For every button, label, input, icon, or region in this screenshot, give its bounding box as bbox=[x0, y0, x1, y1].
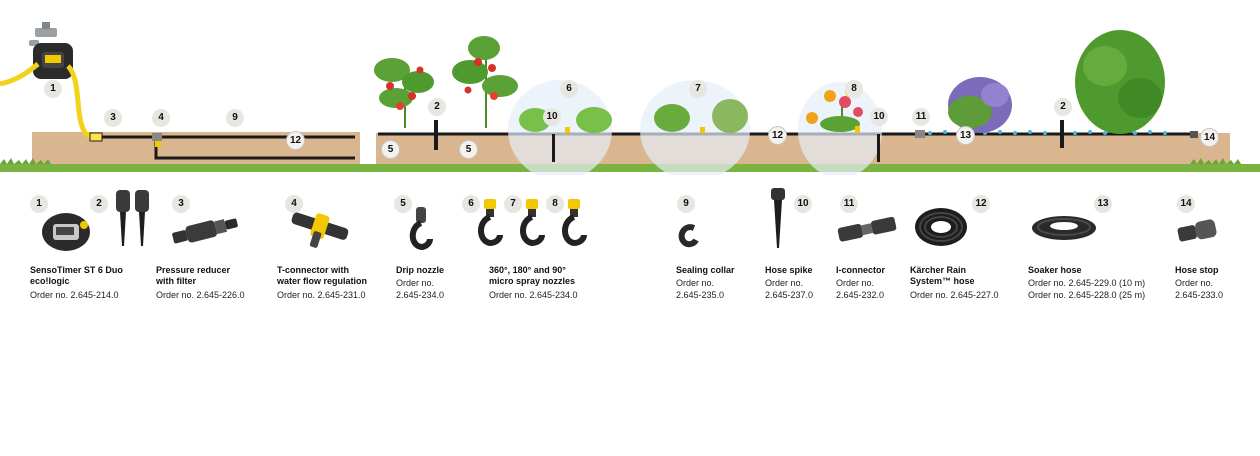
product-marker-12: 12 bbox=[972, 195, 990, 213]
product-name-spray-nozzles-line1: 360°, 180° and 90° bbox=[489, 265, 566, 275]
order-no-soaker-hose-25m: Order no. 2.645-228.0 (25 m) bbox=[1028, 290, 1146, 300]
order-no-drip-nozzle-line1: Order no. bbox=[396, 278, 435, 288]
sensotimer-device-icon bbox=[33, 43, 73, 79]
product-marker-5: 5 bbox=[394, 195, 412, 213]
scene-marker-4: 4 bbox=[152, 109, 170, 127]
t-connector-body bbox=[152, 133, 162, 141]
drip-nozzle-icon bbox=[409, 207, 433, 251]
product-name-sensotimer-line1: SensoTimer ST 6 Duo bbox=[30, 265, 123, 275]
product-marker-4: 4 bbox=[285, 195, 303, 213]
hose-stop-part bbox=[1190, 131, 1198, 138]
hose-stop-icon bbox=[1177, 219, 1217, 242]
product-name-hose-spike: Hose spike bbox=[765, 265, 813, 275]
product-marker-2: 2 bbox=[90, 195, 108, 213]
spray-dome-360 bbox=[508, 80, 612, 175]
t-connector-icon bbox=[291, 212, 349, 248]
pressure-reducer-part bbox=[89, 132, 103, 142]
scene-marker-10-left: 10 bbox=[543, 108, 561, 126]
product-name-t-connector-line1: T-connector with bbox=[277, 265, 349, 275]
sealing-collar-icon bbox=[678, 224, 699, 248]
pressure-reducer-icon bbox=[172, 218, 238, 244]
soaker-water-drops bbox=[928, 130, 1167, 135]
order-no-spray-nozzles: Order no. 2.645-234.0 bbox=[489, 290, 578, 300]
product-name-rain-hose-line2: System™ hose bbox=[910, 276, 975, 286]
product-name-hose-stop: Hose stop bbox=[1175, 265, 1219, 275]
product-marker-10: 10 bbox=[794, 195, 812, 213]
order-no-t-connector: Order no. 2.645-231.0 bbox=[277, 290, 366, 300]
herbs-icon bbox=[654, 99, 748, 133]
hose-spike-marks bbox=[434, 120, 1064, 162]
order-no-soaker-hose-10m: Order no. 2.645-229.0 (10 m) bbox=[1028, 278, 1146, 288]
timer-icon bbox=[42, 213, 90, 251]
product-marker-6: 6 bbox=[462, 195, 480, 213]
product-name-soaker-hose: Soaker hose bbox=[1028, 265, 1082, 275]
garden-scene bbox=[0, 22, 1260, 175]
scene-marker-12-right: 12 bbox=[768, 126, 787, 145]
yellow-supply-hose bbox=[0, 62, 40, 87]
order-no-drip-nozzle-line2: 2.645-234.0 bbox=[396, 290, 445, 300]
i-connector-part bbox=[915, 130, 925, 138]
spray-nozzle-icon bbox=[478, 199, 587, 247]
order-no-i-connector-line2: 2.645-232.0 bbox=[836, 290, 885, 300]
order-no-sealing-collar-line2: 2.645-235.0 bbox=[676, 290, 725, 300]
tomato-plant-left-icon bbox=[374, 58, 434, 128]
grass-strip bbox=[0, 164, 1260, 172]
hose-spike-icon bbox=[771, 188, 785, 248]
scene-marker-11: 11 bbox=[912, 108, 930, 126]
shrub-icon bbox=[1075, 30, 1165, 134]
scene-marker-5-left: 5 bbox=[381, 140, 400, 159]
scene-marker-1: 1 bbox=[44, 80, 62, 98]
order-no-pressure-reducer: Order no. 2.645-226.0 bbox=[156, 290, 245, 300]
product-name-sensotimer-line2: eco!logic bbox=[30, 276, 70, 286]
product-name-pressure-reducer-line2: with filter bbox=[156, 276, 196, 286]
product-name-drip-nozzle: Drip nozzle bbox=[396, 265, 445, 275]
yellow-hose bbox=[66, 64, 97, 141]
product-marker-8: 8 bbox=[546, 195, 564, 213]
order-no-hose-spike-line1: Order no. bbox=[765, 278, 804, 288]
product-marker-14: 14 bbox=[1177, 195, 1195, 213]
scene-marker-2-left: 2 bbox=[428, 98, 446, 116]
scene-marker-7: 7 bbox=[689, 80, 707, 98]
scene-marker-5-right: 5 bbox=[459, 140, 478, 159]
i-connector-icon bbox=[837, 216, 897, 242]
scene-marker-12-left: 12 bbox=[286, 131, 305, 150]
product-name-i-connector: I-connector bbox=[836, 265, 886, 275]
tomato-plant-right-icon bbox=[452, 36, 518, 128]
product-marker-11: 11 bbox=[840, 195, 858, 213]
order-no-rain-hose: Order no. 2.645-227.0 bbox=[910, 290, 999, 300]
scene-marker-10-right: 10 bbox=[870, 108, 888, 126]
order-no-sealing-collar-line1: Order no. bbox=[676, 278, 715, 288]
product-name-pressure-reducer-line1: Pressure reducer bbox=[156, 265, 231, 275]
order-no-sensotimer: Order no. 2.645-214.0 bbox=[30, 290, 119, 300]
product-name-spray-nozzles-line2: micro spray nozzles bbox=[489, 276, 576, 286]
product-marker-9: 9 bbox=[677, 195, 695, 213]
hose-coil-icon bbox=[915, 208, 967, 246]
scene-marker-3: 3 bbox=[104, 109, 122, 127]
scene-marker-6: 6 bbox=[560, 80, 578, 98]
product-name-rain-hose-line1: Kärcher Rain bbox=[910, 265, 967, 275]
nozzle-marks bbox=[565, 126, 860, 133]
order-no-hose-stop-line1: Order no. bbox=[1175, 278, 1214, 288]
order-no-i-connector-line1: Order no. bbox=[836, 278, 875, 288]
soaker-hose-icon bbox=[1032, 216, 1096, 240]
product-marker-7: 7 bbox=[504, 195, 522, 213]
scene-marker-2-right: 2 bbox=[1054, 98, 1072, 116]
scene-marker-14: 14 bbox=[1200, 128, 1219, 147]
product-marker-1: 1 bbox=[30, 195, 48, 213]
product-name-sealing-collar: Sealing collar bbox=[676, 265, 735, 275]
t-connector-valve bbox=[155, 141, 161, 147]
product-name-t-connector-line2: water flow regulation bbox=[277, 276, 368, 286]
scene-marker-8: 8 bbox=[845, 80, 863, 98]
faucet-icon bbox=[29, 22, 57, 46]
scene-marker-9: 9 bbox=[226, 109, 244, 127]
order-no-hose-stop-line2: 2.645-233.0 bbox=[1175, 290, 1224, 300]
scene-marker-13: 13 bbox=[956, 126, 975, 145]
lavender-bush-icon bbox=[948, 77, 1012, 133]
product-marker-3: 3 bbox=[172, 195, 190, 213]
order-no-hose-spike-line2: 2.645-237.0 bbox=[765, 290, 814, 300]
sensor-probe-icon bbox=[116, 190, 149, 246]
product-marker-13: 13 bbox=[1094, 195, 1112, 213]
